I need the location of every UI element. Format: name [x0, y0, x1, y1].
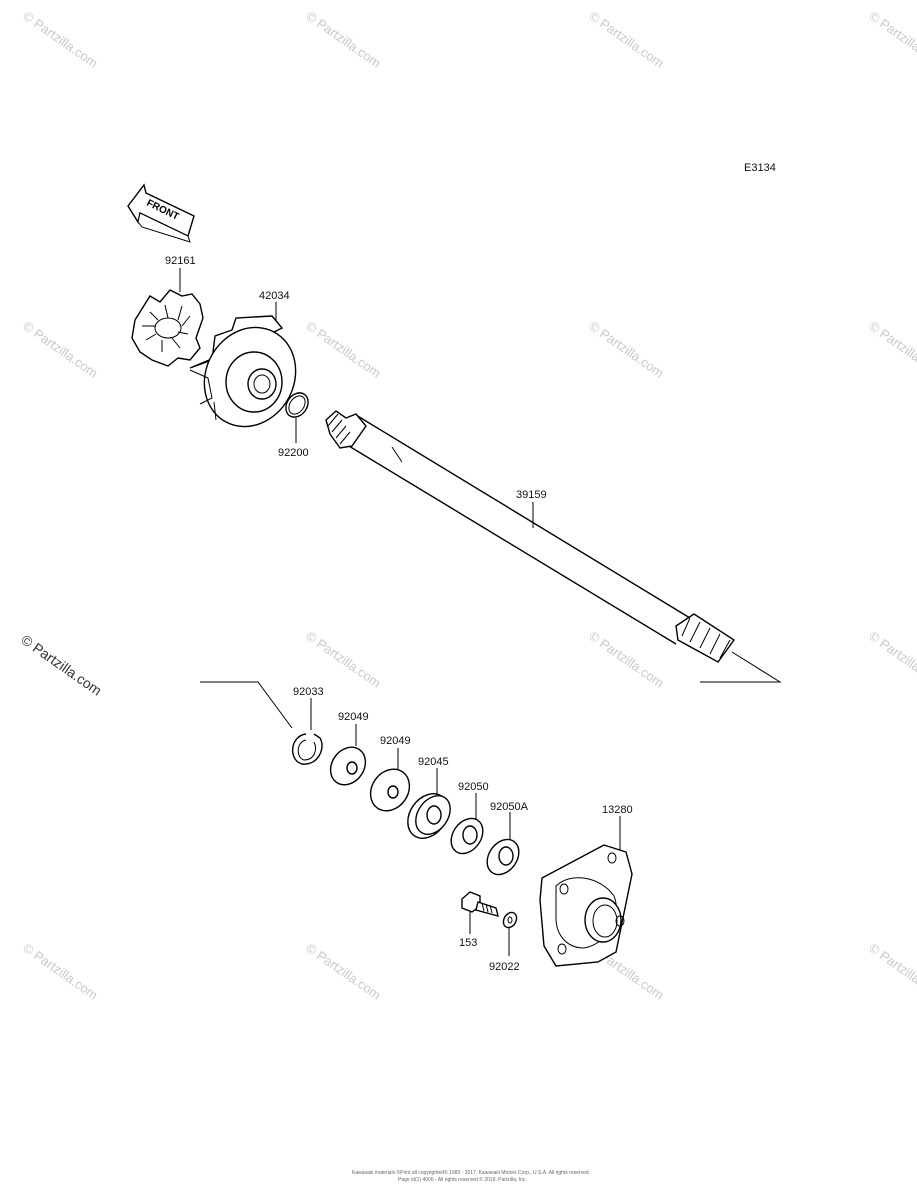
- watermark: © Partzilla.com: [20, 940, 100, 1003]
- label-39159: 39159: [516, 489, 547, 501]
- watermark: © Partzilla.com: [866, 318, 917, 381]
- footer-line-2: Page id(1) 4000 - All rights reserved © …: [398, 1176, 527, 1183]
- watermark: © Partzilla.com: [303, 318, 383, 381]
- label-92022: 92022: [489, 961, 520, 973]
- coupling-42034: [189, 302, 297, 428]
- watermark: © Partzilla.com: [866, 628, 917, 691]
- front-arrow-icon: FRONT: [127, 183, 195, 243]
- plate-13280: [539, 816, 633, 967]
- watermark: © Partzilla.com: [303, 8, 383, 71]
- guide-lines: [200, 651, 782, 729]
- watermark: © Partzilla.com: [20, 8, 100, 71]
- washer-92049-1: [329, 724, 367, 786]
- label-92050: 92050: [458, 781, 489, 793]
- bolt-153: [461, 891, 499, 934]
- watermark: © Partzilla.com: [866, 8, 917, 71]
- label-92200: 92200: [278, 447, 309, 459]
- label-92161: 92161: [165, 255, 196, 267]
- label-92045: 92045: [418, 756, 449, 768]
- watermark: © Partzilla.com: [586, 318, 666, 381]
- watermark: © Partzilla.com: [586, 628, 666, 691]
- watermark-layer: © Partzilla.com © Partzilla.com © Partzi…: [20, 8, 917, 1003]
- oil-seal-92050a: [486, 812, 520, 876]
- bearing-92045: [407, 768, 451, 839]
- watermark: © Partzilla.com: [20, 318, 100, 381]
- drive-shaft-39159: [325, 410, 736, 663]
- watermark: © Partzilla.com: [303, 940, 383, 1003]
- watermark: © Partzilla.com: [586, 8, 666, 71]
- label-42034: 42034: [259, 290, 290, 302]
- watermark: © Partzilla.com: [303, 628, 383, 691]
- label-13280: 13280: [602, 804, 633, 816]
- watermark: © Partzilla.com: [866, 940, 917, 1003]
- footer-line-1: Kawasaki materials ©Print all copyrighte…: [352, 1169, 590, 1176]
- label-92050a: 92050A: [490, 801, 529, 813]
- oring-92200: [285, 392, 309, 443]
- side-copyright: © Partzilla.com: [18, 631, 104, 698]
- label-153: 153: [459, 937, 477, 949]
- oil-seal-92050: [450, 793, 484, 855]
- label-92033: 92033: [293, 686, 324, 698]
- damper-92161: [131, 268, 204, 367]
- label-92049-2: 92049: [380, 735, 411, 747]
- washer-92022: [502, 911, 518, 956]
- washer-92049-2: [369, 748, 411, 812]
- label-92049-1: 92049: [338, 711, 369, 723]
- diagram-code: E3134: [744, 162, 776, 174]
- circlip-92033: [292, 698, 323, 765]
